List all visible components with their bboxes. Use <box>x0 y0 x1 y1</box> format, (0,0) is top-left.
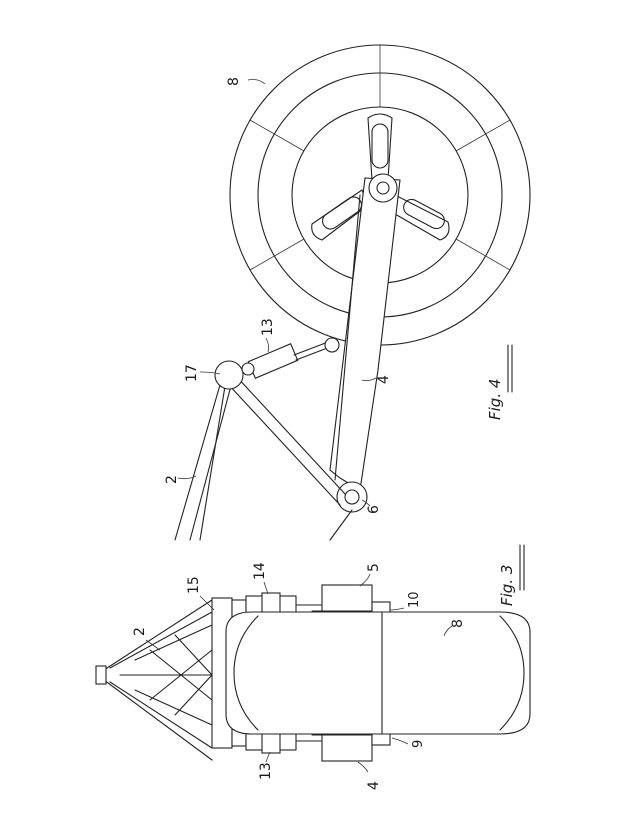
label-frame-15: 15 <box>186 576 202 594</box>
crane-lattice <box>95 599 213 761</box>
caption-fig-4: Fig. 4 <box>486 379 504 420</box>
reel-spokes <box>311 113 450 241</box>
fig4-callouts: 8 13 17 4 2 6 <box>164 77 392 514</box>
label-crane-2: 2 <box>164 475 180 484</box>
label-crane-2: 2 <box>132 627 148 636</box>
reel-drum <box>225 611 531 735</box>
arm-right <box>321 584 373 614</box>
drum-curve-bottom <box>499 615 525 731</box>
label-joint-17: 17 <box>184 364 200 382</box>
label-arm-5: 5 <box>366 563 382 572</box>
arm-left <box>321 732 373 762</box>
swing-arm-edge <box>334 194 361 481</box>
joint-ball <box>214 360 244 390</box>
figure-4: 8 13 17 4 2 6 Fig. 4 <box>164 44 531 541</box>
label-cylinder-13: 13 <box>260 318 276 336</box>
drum-curve-top <box>233 615 259 731</box>
label-hub-9: 9 <box>411 740 426 748</box>
figure-3: 2 15 14 5 10 8 13 4 9 Fig. 3 <box>95 544 531 790</box>
label-cylinder-13: 13 <box>258 762 274 780</box>
label-cylinder-14: 14 <box>252 562 268 580</box>
caption-fig-3: Fig. 3 <box>498 565 516 606</box>
label-reel-8: 8 <box>226 77 242 86</box>
crane-boom <box>174 375 353 541</box>
label-hub-10: 10 <box>407 591 422 608</box>
label-pivot-6: 6 <box>366 505 382 514</box>
hydraulic-cylinder <box>241 337 340 379</box>
label-arm-4: 4 <box>376 375 392 384</box>
label-arm-4: 4 <box>366 781 382 790</box>
fig4-caption: Fig. 4 <box>486 344 513 420</box>
label-drum-8: 8 <box>450 619 466 628</box>
swing-arm <box>329 177 401 491</box>
fig3-callouts: 2 15 14 5 10 8 13 4 9 <box>132 562 466 790</box>
reel-axle-inner <box>376 181 390 195</box>
fig3-caption: Fig. 3 <box>498 544 525 606</box>
pivot-inner <box>344 489 360 505</box>
